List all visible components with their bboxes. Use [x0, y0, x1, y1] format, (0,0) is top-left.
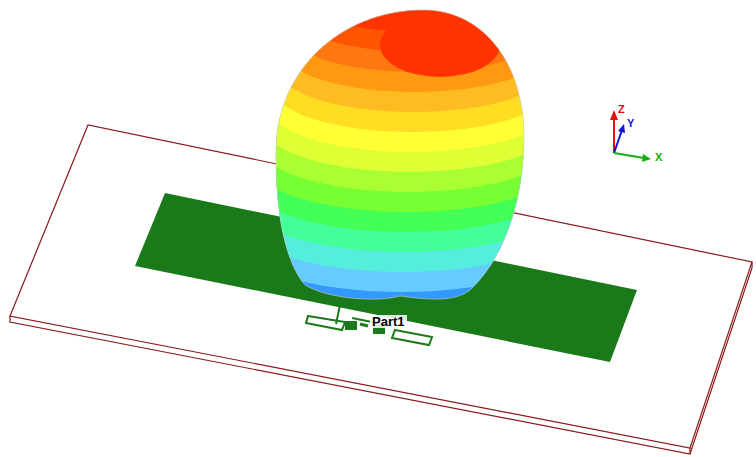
part-label: Part1 — [370, 315, 407, 328]
antenna-structure — [306, 305, 432, 345]
pattern-outline — [276, 10, 524, 299]
pattern-peak — [380, 13, 500, 77]
axis-label: Z — [618, 104, 625, 115]
axis-triad — [610, 110, 651, 162]
axis-label: Y — [627, 118, 634, 129]
radiation-pattern — [232, 0, 572, 310]
axis-label: X — [655, 152, 662, 163]
